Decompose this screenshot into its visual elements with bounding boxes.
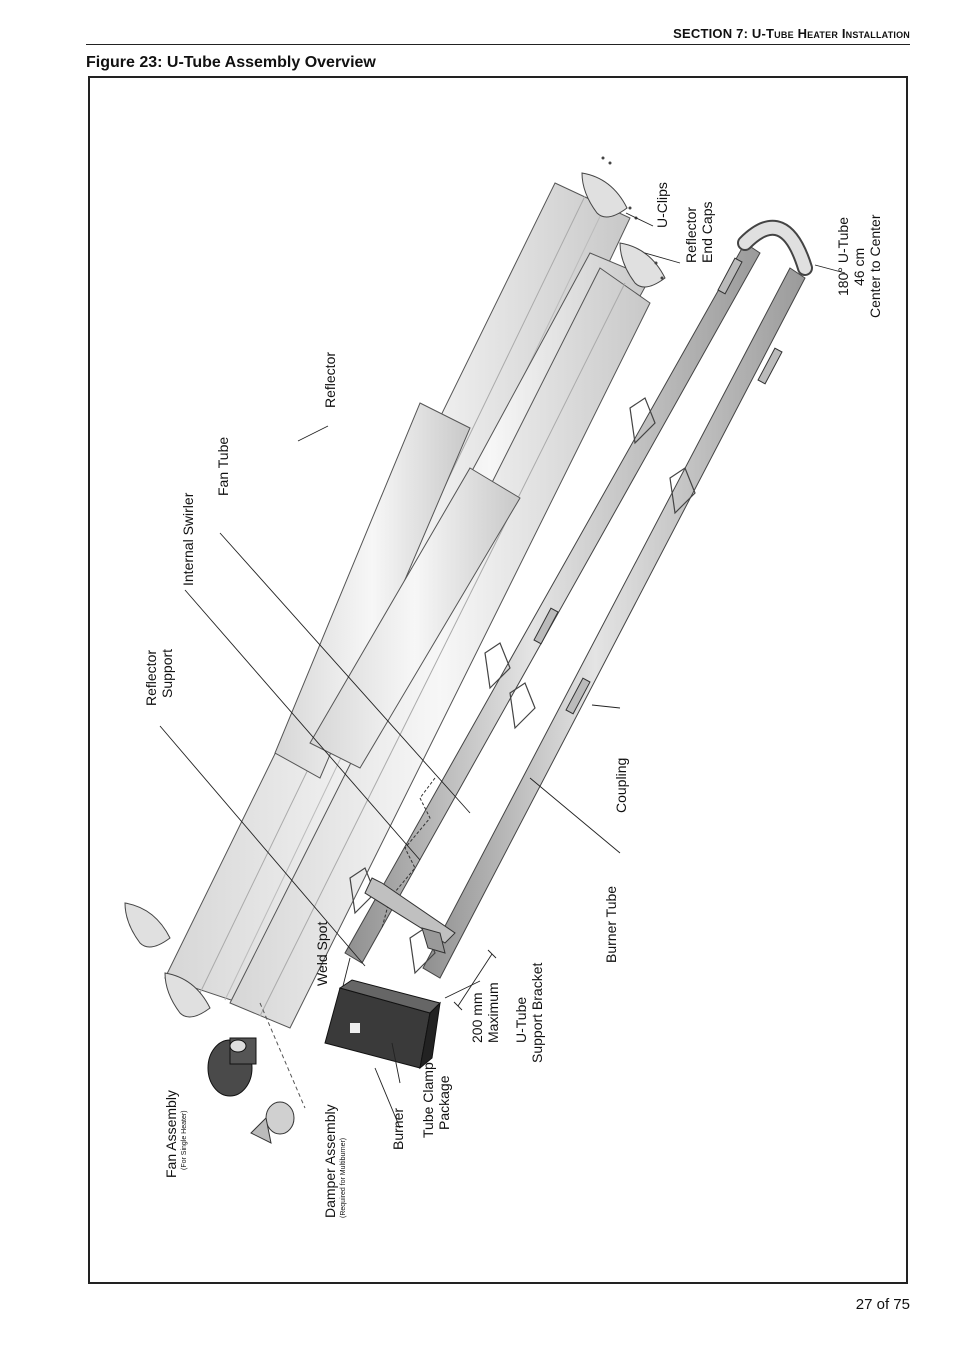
section-header: SECTION 7: U-Tube Heater Installation: [673, 26, 910, 41]
label-reflector: Reflector: [322, 352, 338, 408]
damper-assembly: [250, 1101, 295, 1144]
coupling-burner-tube: [565, 677, 591, 715]
label-reflector-support-line1: Reflector: [143, 650, 159, 706]
u-tube-bend: [737, 219, 813, 276]
label-u-tube-line2: 46 cm: [851, 248, 867, 286]
label-damper-assembly: Damper Assembly: [322, 1104, 338, 1218]
label-u-tube-line1: 180° U-Tube: [835, 217, 851, 296]
leader-lines: [159, 212, 846, 1129]
label-u-tube-support-bracket-line2: Support Bracket: [529, 963, 545, 1063]
reflector-middle: [274, 402, 471, 779]
u-tube-support-bracket: [364, 877, 456, 954]
label-internal-swirler: Internal Swirler: [180, 492, 196, 586]
fan-assembly: [207, 1037, 257, 1097]
label-u-clips: U-Clips: [654, 182, 670, 228]
header-rule: [86, 44, 910, 45]
section-prefix: SECTION 7:: [673, 26, 749, 41]
coupling-fan-tube: [533, 607, 559, 645]
dimension-200mm: [453, 949, 497, 1011]
label-reflector-support-line2: Support: [159, 649, 175, 698]
damper-dashed-guide: [259, 1002, 306, 1109]
label-max-line2: Maximum: [485, 982, 501, 1043]
assembly-diagram: U-Clips Reflector End Caps 180° U-Tube 4…: [124, 156, 883, 1218]
reflector-end-cap-bottom-a: [124, 902, 171, 948]
reflector-end-cap-bottom-b: [164, 972, 211, 1018]
reflector-end-cap-top-b: [619, 242, 666, 288]
label-fan-assembly: Fan Assembly: [163, 1090, 179, 1178]
label-max-line1: 200 mm: [469, 992, 485, 1043]
label-reflector-end-caps-line1: Reflector: [683, 207, 699, 263]
figure-frame: U-Clips Reflector End Caps 180° U-Tube 4…: [88, 76, 908, 1284]
label-damper-note: (Required for Multiburner): [340, 1138, 347, 1218]
burner-box: [324, 979, 441, 1070]
label-burner: Burner: [390, 1108, 406, 1150]
section-title: U-Tube Heater Installation: [751, 26, 910, 41]
burner-tube: [422, 267, 806, 979]
label-tube-clamp-line2: Package: [436, 1075, 452, 1130]
label-fan-note: (For Single Heater): [181, 1110, 188, 1170]
reflector-end-cap-top-a: [581, 172, 628, 218]
label-fan-tube: Fan Tube: [215, 437, 231, 496]
coupling-u-tube-b: [757, 347, 783, 385]
label-coupling: Coupling: [613, 758, 629, 813]
label-weld-spot: Weld Spot: [314, 922, 330, 986]
coupling-u-tube-a: [717, 257, 743, 295]
figure-title: Figure 23: U-Tube Assembly Overview: [86, 54, 376, 71]
page-number: 27 of 75: [855, 1296, 910, 1313]
label-tube-clamp-line1: Tube Clamp: [420, 1062, 436, 1138]
label-u-tube-line3: Center to Center: [867, 214, 883, 318]
reflector-lower-a: [229, 267, 651, 1029]
label-reflector-end-caps-line2: End Caps: [699, 202, 715, 263]
label-u-tube-support-bracket-line1: U-Tube: [513, 997, 529, 1043]
label-burner-tube: Burner Tube: [603, 886, 619, 963]
